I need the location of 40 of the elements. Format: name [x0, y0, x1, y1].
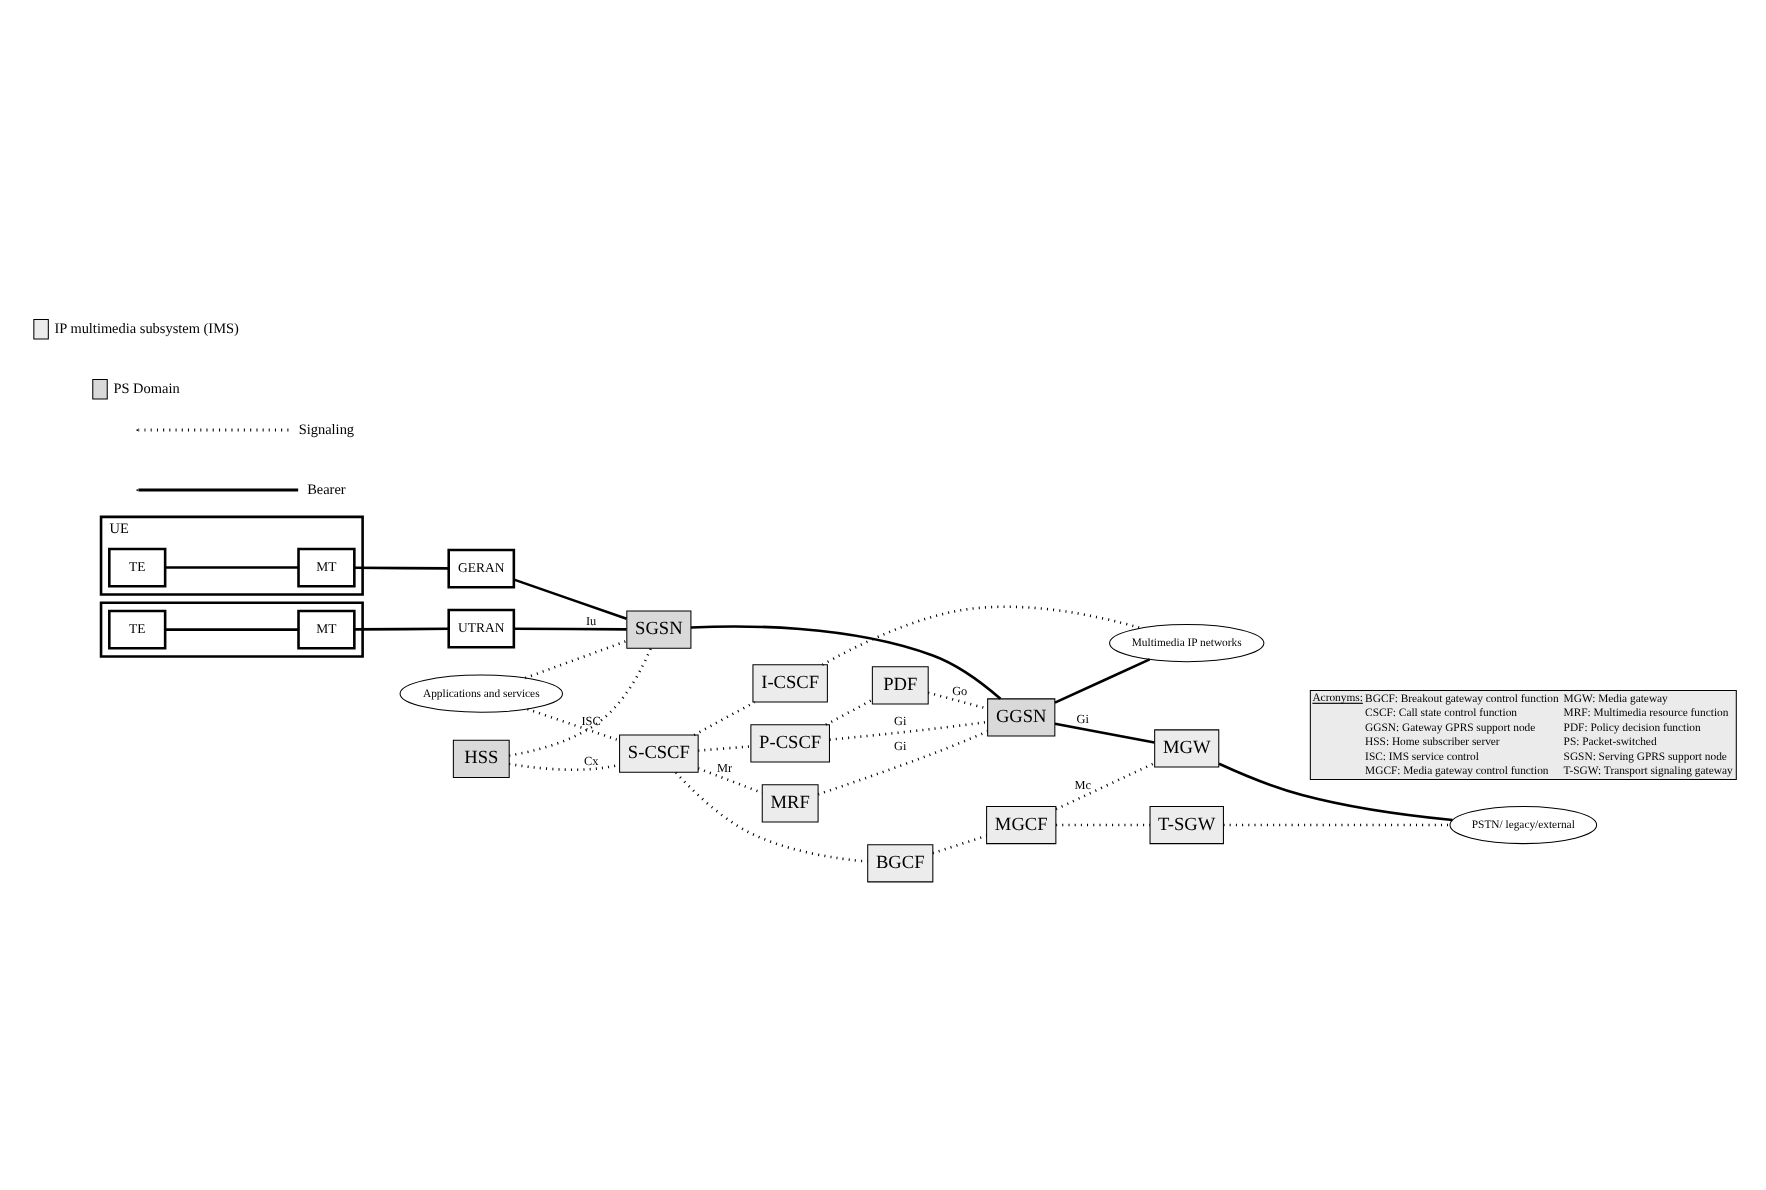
node-box: MGCF: [986, 804, 1057, 844]
connector: [817, 729, 989, 795]
connector: [829, 719, 988, 740]
connector: [354, 626, 449, 630]
connector: [1223, 822, 1450, 826]
connector: [675, 770, 868, 862]
connector: [354, 565, 449, 569]
node-box: GGSN: [987, 697, 1056, 736]
connector: [1054, 657, 1151, 703]
connector: [693, 699, 756, 736]
node-box: I-CSCF: [752, 663, 828, 702]
connector: [697, 766, 763, 794]
node-box: MRF: [761, 783, 819, 822]
connector: [825, 697, 873, 725]
connector: [1055, 760, 1156, 810]
node-box: SGSN: [626, 609, 692, 648]
node-box: BGCF: [867, 843, 934, 882]
connector: [1054, 721, 1155, 743]
node-box: P-CSCF: [750, 723, 830, 762]
node-box: T-SGW: [1149, 804, 1224, 844]
connector: [1218, 761, 1453, 821]
connector: [513, 577, 627, 619]
node-box: HSS: [452, 738, 510, 777]
cluster: [99, 600, 364, 657]
connector: [165, 627, 299, 630]
connector: [927, 690, 988, 709]
connector: [527, 706, 620, 741]
connector: [932, 833, 987, 854]
connector: [509, 761, 620, 770]
connector: [165, 565, 299, 568]
connector: [1056, 822, 1150, 826]
connector: [821, 604, 1141, 665]
node-box: PDF: [871, 665, 929, 704]
connector: [690, 624, 1002, 699]
connector: [509, 646, 652, 756]
connector: [698, 744, 751, 751]
node-box: S-CSCF: [619, 733, 699, 772]
connector: [514, 626, 627, 630]
node-box: MGW: [1154, 728, 1220, 767]
connector: [524, 638, 628, 679]
